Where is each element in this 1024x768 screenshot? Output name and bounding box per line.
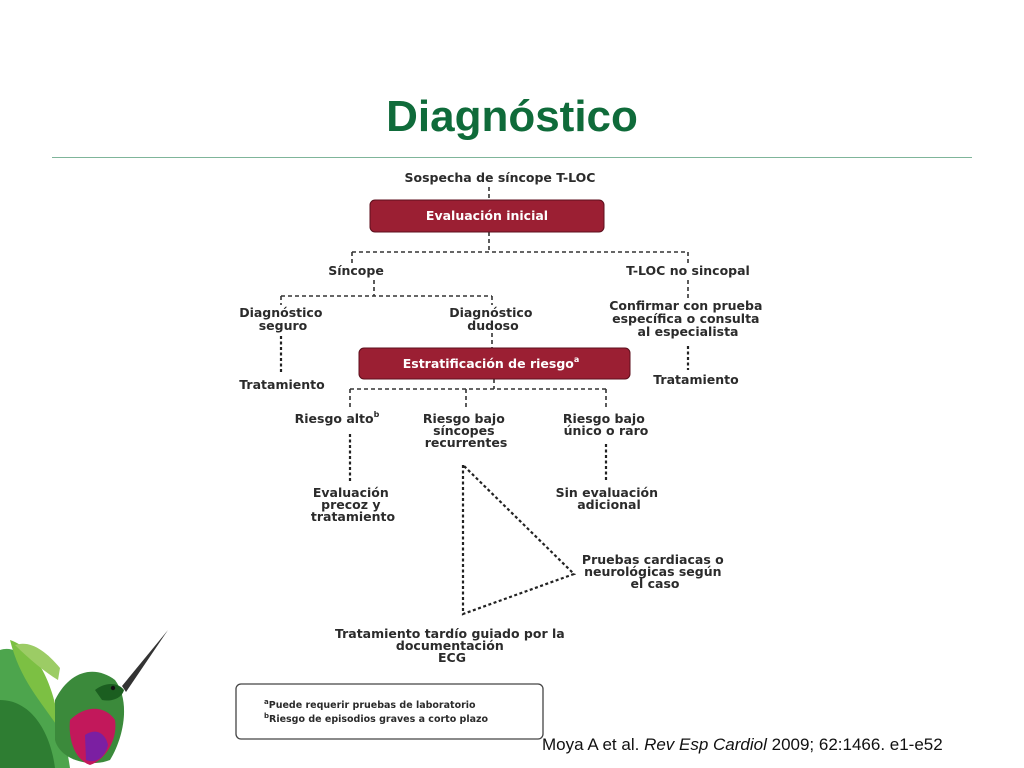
node-no-further-evaluation: Sin evaluación adicional xyxy=(556,485,663,512)
footnote-a: aPuede requerir pruebas de laboratorio xyxy=(264,698,476,711)
node-confirm-test: Confirmar con prueba específica o consul… xyxy=(609,298,767,339)
title-divider xyxy=(52,157,972,158)
citation: Moya A et al. Rev Esp Cardiol 2009; 62:1… xyxy=(542,735,943,755)
node-tloc-non-syncopal: T-LOC no sincopal xyxy=(626,263,750,278)
footnote-box: aPuede requerir pruebas de laboratorio b… xyxy=(235,683,544,740)
node-suspicion: Sospecha de síncope T-LOC xyxy=(405,170,596,185)
node-cardiac-tests: Pruebas cardiacas o neurológicas según e… xyxy=(582,552,728,591)
node-certain-diagnosis: Diagnóstico seguro xyxy=(239,305,327,333)
citation-authors: Moya A et al. xyxy=(542,735,645,754)
node-risk-stratification: Estratificación de riesgoa xyxy=(358,347,631,380)
hummingbird-illustration xyxy=(0,630,168,768)
node-initial-evaluation: Evaluación inicial xyxy=(369,199,605,233)
node-risk-stratification-label: Estratificación de riesgoa xyxy=(403,355,580,371)
node-early-evaluation: Evaluación precoz y tratamiento xyxy=(311,485,396,524)
node-low-risk-single: Riesgo bajo único o raro xyxy=(563,411,649,438)
node-syncope: Síncope xyxy=(328,263,384,278)
citation-details: 2009; 62:1466. e1-e52 xyxy=(766,735,943,754)
node-treatment-right: Tratamiento xyxy=(653,372,739,387)
connectors xyxy=(279,187,690,616)
node-low-risk-recurrent: Riesgo bajo síncopes recurrentes xyxy=(423,411,509,450)
node-treatment-left: Tratamiento xyxy=(239,377,325,392)
node-initial-evaluation-label: Evaluación inicial xyxy=(426,208,548,223)
node-delayed-treatment: Tratamiento tardío guiado por la documen… xyxy=(335,626,569,665)
page-title: Diagnóstico xyxy=(386,92,638,141)
node-high-risk: Riesgo altob xyxy=(295,410,380,426)
node-doubtful-diagnosis: Diagnóstico dudoso xyxy=(449,305,537,333)
connector-recurrent-triangle xyxy=(461,464,577,616)
citation-journal: Rev Esp Cardiol xyxy=(644,735,767,754)
footnote-b: bRiesgo de episodios graves a corto plaz… xyxy=(264,712,489,725)
